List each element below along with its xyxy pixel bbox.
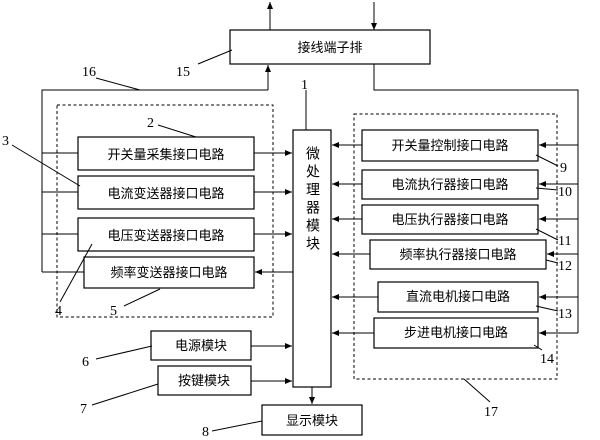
- ref-4: 4: [55, 304, 62, 319]
- current-act-label: 电流执行器接口电路: [391, 177, 508, 193]
- ref-17: 17: [484, 405, 498, 420]
- terminal-block-label: 接线端子排: [297, 40, 362, 56]
- ref-6: 6: [82, 355, 89, 370]
- left-bus: [41, 89, 268, 272]
- ref-13: 13: [558, 307, 572, 322]
- ref-16: 16: [82, 65, 96, 80]
- leader-8: [211, 420, 263, 432]
- ref-1: 1: [301, 78, 308, 93]
- leader-16: [95, 77, 141, 91]
- leader-14: [533, 344, 543, 351]
- voltage-act-block: [361, 204, 539, 235]
- ref-12: 12: [558, 259, 572, 274]
- terminal-to-right-bus: [373, 64, 579, 333]
- freq-act-label: 频率执行器接口电路: [399, 247, 516, 263]
- leader-11: [535, 228, 559, 241]
- power-label: 电源模块: [175, 339, 227, 354]
- power-block: [150, 330, 252, 361]
- ref-10: 10: [558, 185, 572, 200]
- leader-9: [535, 154, 559, 167]
- freq-tx-label: 频率变送器接口电路: [110, 265, 227, 281]
- ref-14: 14: [540, 352, 554, 367]
- ref-8: 8: [202, 425, 209, 440]
- mcu-label: 微处理器模块: [304, 146, 320, 254]
- leader-3: [11, 144, 81, 187]
- stepper-block: [373, 317, 539, 349]
- display-block: [261, 404, 363, 436]
- leader-2: [157, 124, 197, 138]
- ref-3: 3: [2, 134, 9, 149]
- leader-15: [197, 49, 233, 65]
- left-interface-group: [56, 104, 274, 318]
- ref-15: 15: [176, 65, 190, 80]
- ref-9: 9: [560, 161, 567, 176]
- mcu-block: [292, 129, 332, 388]
- ref-11: 11: [558, 234, 571, 249]
- current-tx-block: [77, 175, 255, 210]
- leader-7: [91, 383, 159, 406]
- ref-2: 2: [147, 116, 154, 131]
- leader-12: [545, 259, 559, 264]
- dc-motor-label: 直流电机接口电路: [406, 289, 510, 305]
- switch-ctrl-label: 开关量控制接口电路: [391, 138, 508, 154]
- freq-tx-block: [83, 256, 255, 289]
- stepper-label: 步进电机接口电路: [404, 325, 508, 341]
- leader-5: [123, 288, 161, 307]
- leader-4: [59, 243, 93, 303]
- keys-label: 按键模块: [178, 374, 230, 389]
- leader-10: [535, 187, 559, 191]
- leader-6: [95, 345, 153, 360]
- leader-17: [463, 378, 491, 403]
- switch-acq-label: 开关量采集接口电路: [107, 147, 224, 163]
- terminal-block: [229, 29, 431, 65]
- dc-motor-block: [377, 281, 539, 313]
- display-label: 显示模块: [286, 414, 338, 429]
- freq-act-block: [369, 239, 547, 270]
- leader-13: [535, 305, 559, 312]
- ref-7: 7: [80, 402, 87, 417]
- voltage-tx-label: 电压变送器接口电路: [107, 228, 224, 244]
- right-interface-group: [353, 113, 558, 380]
- voltage-act-label: 电压执行器接口电路: [391, 212, 508, 228]
- current-tx-label: 电流变送器接口电路: [107, 186, 224, 202]
- ref-5: 5: [110, 304, 117, 319]
